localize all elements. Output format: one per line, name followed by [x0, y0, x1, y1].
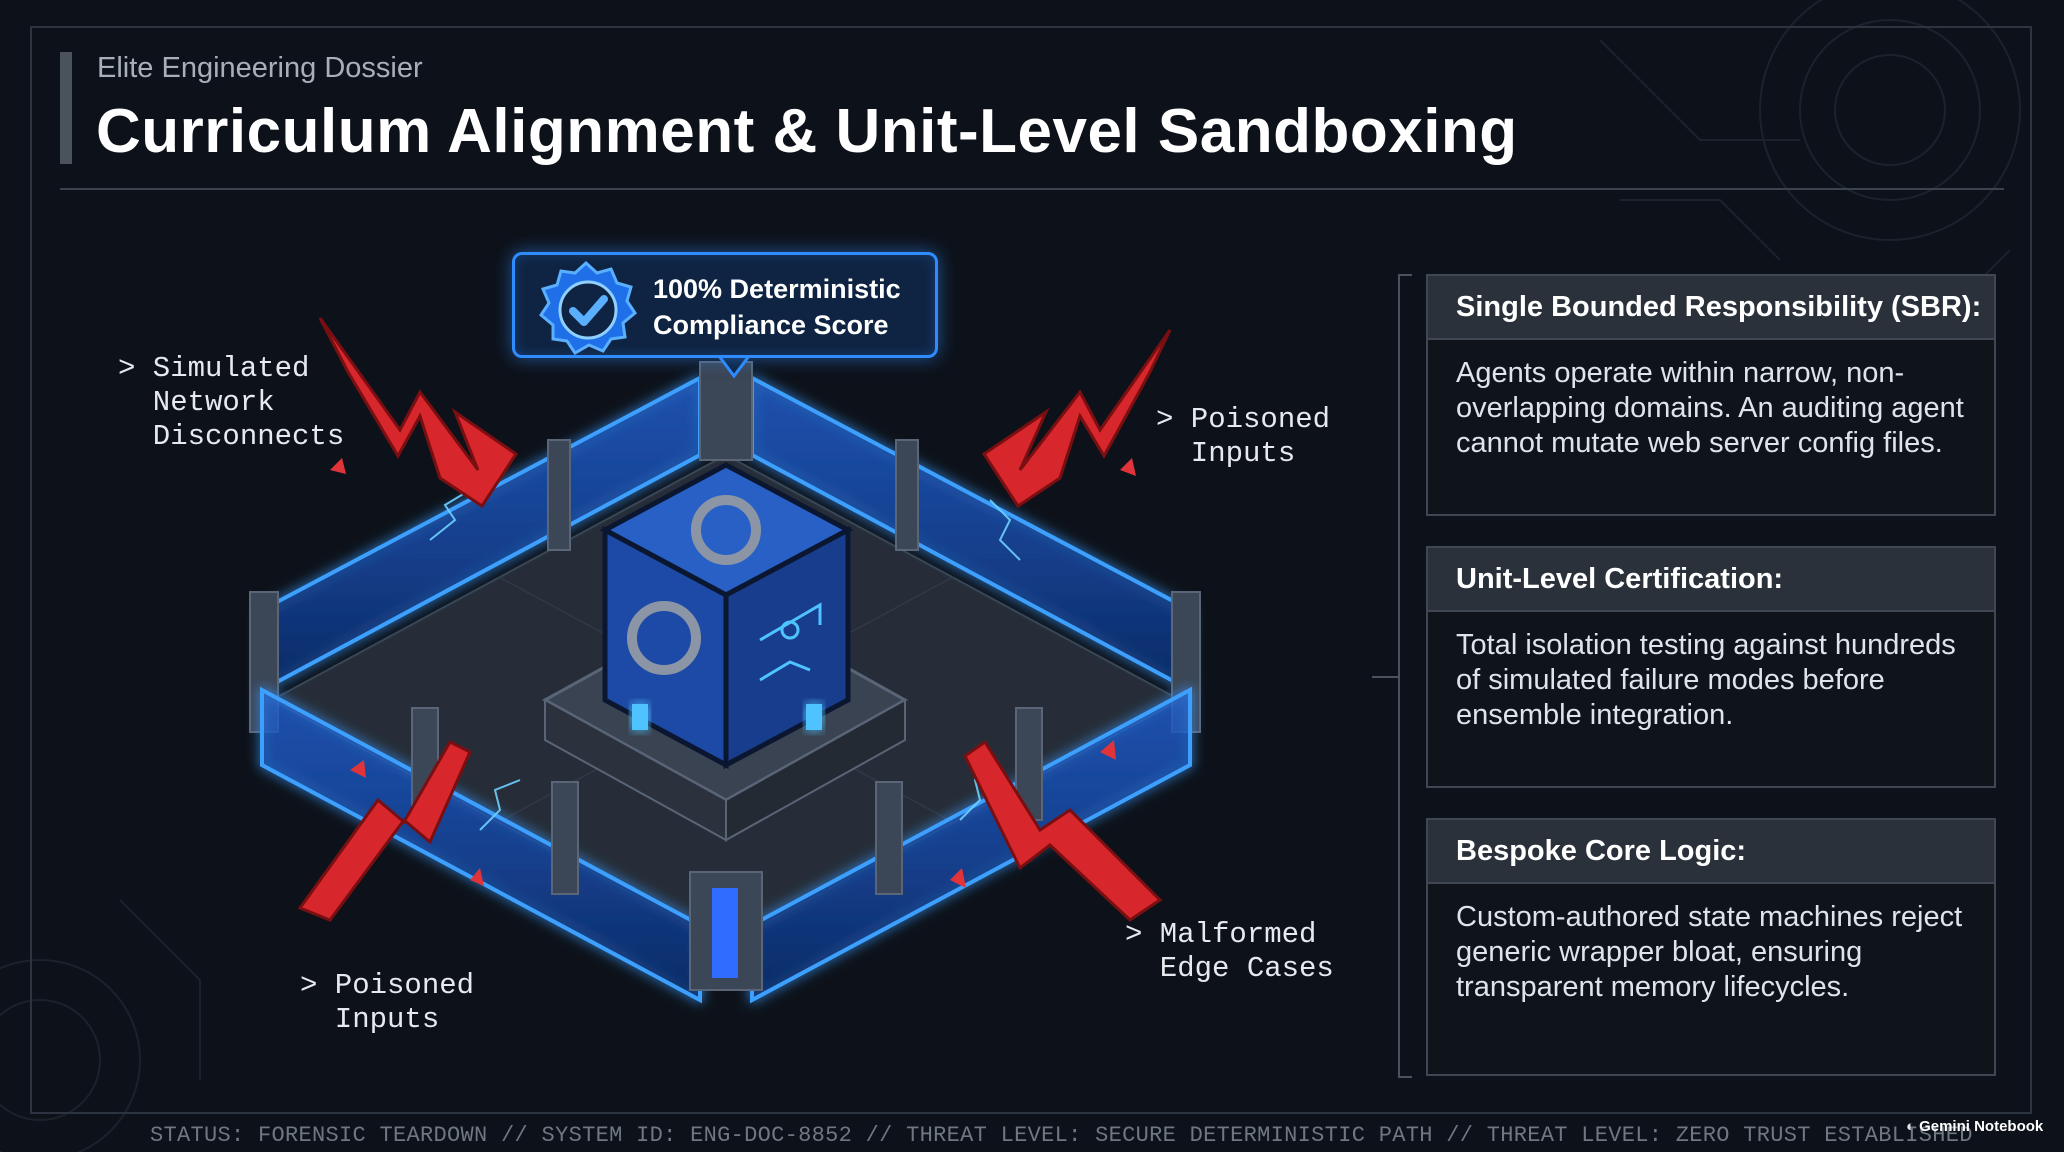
- threat-arrow-top-right: [981, 329, 1172, 509]
- compliance-score-badge: 100% Deterministic Compliance Score: [512, 252, 938, 358]
- card-body: Custom-authored state machines reject ge…: [1456, 901, 1963, 1003]
- card-heading: Single Bounded Responsibility (SBR):: [1428, 276, 1994, 340]
- card-body: Total isolation testing against hundreds…: [1456, 629, 1956, 731]
- header-eyebrow: Elite Engineering Dossier: [97, 52, 423, 84]
- panel-bracket: [1398, 274, 1412, 1078]
- threat-arrow-bottom-right: [963, 739, 1163, 922]
- card-bespoke-core-logic: Bespoke Core Logic: Custom-authored stat…: [1426, 818, 1996, 1076]
- card-body: Agents operate within narrow, non-overla…: [1456, 357, 1964, 459]
- threat-arrow-top-left: [318, 317, 519, 509]
- panel-bracket-tick: [1372, 676, 1398, 678]
- title-divider: [60, 188, 2004, 190]
- card-unit-level-certification: Unit-Level Certification: Total isolatio…: [1426, 546, 1996, 788]
- callout-network-disconnects: > Simulated Network Disconnects: [118, 352, 345, 453]
- callout-poisoned-inputs-top: > Poisoned Inputs: [1156, 403, 1331, 470]
- badge-line-1: 100% Deterministic: [653, 274, 901, 304]
- card-single-bounded-responsibility: Single Bounded Responsibility (SBR): Age…: [1426, 274, 1996, 516]
- badge-pointer: [716, 352, 752, 379]
- page-frame: [30, 26, 2032, 1114]
- page-title: Curriculum Alignment & Unit-Level Sandbo…: [96, 97, 1518, 166]
- threat-arrow-bottom-left: [297, 740, 472, 922]
- threat-arrows: [297, 317, 1172, 922]
- status-line: STATUS: FORENSIC TEARDOWN // SYSTEM ID: …: [150, 1123, 1973, 1148]
- watermark-label: Gemini Notebook: [1919, 1118, 2044, 1135]
- card-heading: Unit-Level Certification:: [1428, 548, 1994, 612]
- card-heading: Bespoke Core Logic:: [1428, 820, 1994, 884]
- badge-text: 100% Deterministic Compliance Score: [653, 271, 933, 343]
- checkmark-seal-icon: [539, 260, 637, 355]
- badge-line-2: Compliance Score: [653, 310, 889, 340]
- watermark: ◐Gemini Notebook: [1906, 1118, 2043, 1135]
- title-accent-bar: [60, 52, 72, 164]
- notebook-icon: ◐: [1906, 1118, 1916, 1135]
- core-module-cube: [541, 462, 909, 842]
- callout-malformed-edge-cases: > Malformed Edge Cases: [1125, 918, 1334, 985]
- callout-poisoned-inputs-bottom: > Poisoned Inputs: [300, 969, 475, 1036]
